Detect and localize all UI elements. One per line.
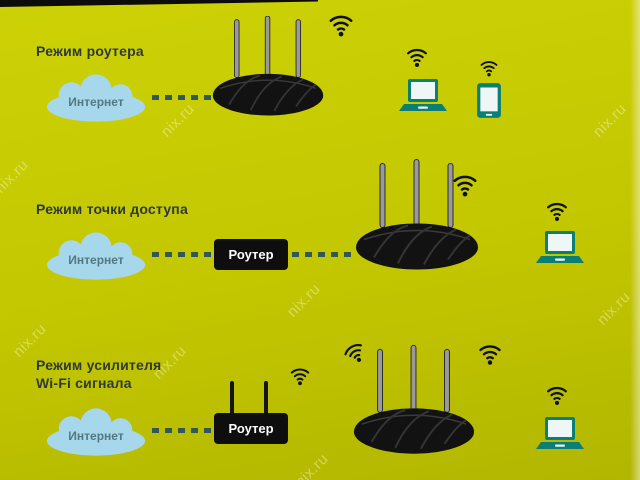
antenna — [230, 381, 234, 414]
wifi-icon — [329, 15, 353, 37]
wifi-icon — [290, 368, 310, 386]
antenna — [377, 348, 383, 413]
wifi-icon — [547, 386, 567, 405]
wired-link — [152, 252, 214, 257]
section2-title: Режим точки доступа — [36, 201, 188, 217]
internet-cloud: Интернет — [42, 230, 150, 282]
wireless-router — [353, 344, 475, 454]
cloud-shape — [46, 408, 146, 456]
cloud-label: Интернет — [68, 429, 124, 443]
tablet-icon — [477, 83, 501, 118]
antenna — [379, 163, 386, 228]
wired-link — [292, 252, 356, 257]
laptop-icon — [536, 231, 584, 263]
internet-cloud: Интернет — [42, 72, 150, 124]
antenna — [295, 19, 302, 78]
watermark: nix.ru — [291, 450, 332, 480]
laptop-icon — [399, 79, 447, 111]
box-edge-right — [630, 0, 640, 480]
router-box-label: Роутер — [228, 247, 274, 262]
router-box: Роутер — [214, 239, 288, 270]
section1-title: Режим роутера — [36, 43, 144, 59]
wireless-router — [212, 16, 324, 116]
watermark: nix.ru — [283, 280, 324, 321]
wifi-icon — [344, 344, 362, 362]
wifi-icon — [453, 175, 477, 197]
cloud-label: Интернет — [68, 253, 124, 267]
wired-link — [152, 428, 214, 433]
wireless-router — [356, 159, 478, 270]
antenna — [264, 16, 271, 78]
router-box: Роутер — [214, 413, 288, 444]
antenna — [234, 19, 240, 78]
antenna — [413, 159, 420, 228]
cloud-shape — [46, 74, 146, 122]
wifi-icon — [480, 61, 498, 77]
box-edge-top — [0, 0, 318, 7]
laptop-icon — [536, 417, 584, 449]
antenna — [264, 381, 268, 414]
antenna — [444, 348, 450, 413]
antenna — [410, 344, 417, 413]
watermark: nix.ru — [589, 100, 630, 141]
router-box-label: Роутер — [228, 421, 274, 436]
watermark: nix.ru — [0, 156, 32, 197]
watermark: nix.ru — [593, 288, 634, 329]
watermark: nix.ru — [157, 100, 198, 141]
internet-cloud: Интернет — [42, 406, 150, 458]
wifi-icon — [479, 345, 501, 365]
watermark: nix.ru — [9, 320, 50, 361]
cloud-shape — [46, 232, 146, 280]
wifi-icon — [407, 48, 427, 67]
cloud-label: Интернет — [68, 95, 124, 109]
wifi-icon — [547, 202, 567, 221]
section3-title: Режим усилителя Wi-Fi сигнала — [36, 357, 162, 391]
wired-link — [152, 95, 214, 100]
